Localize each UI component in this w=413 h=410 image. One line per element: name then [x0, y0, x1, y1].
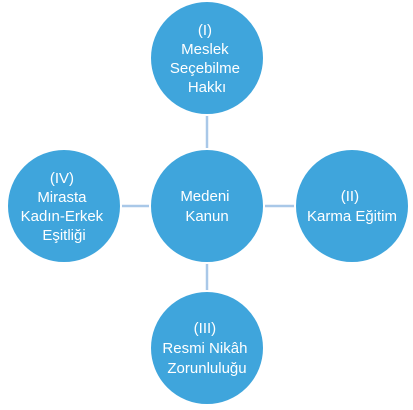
- node-center-line-2: Kanun: [185, 208, 228, 225]
- svg-text:(IV) Mirasta Kadın: (IV) Mirasta Kadın-Erkek Eşitliği: [21, 170, 108, 244]
- node-top: (I) Meslek Seçebilme Hakkı: [149, 0, 265, 116]
- node-left-line-2: Mirasta: [37, 189, 87, 206]
- connectors: [120, 115, 298, 292]
- svg-text:Medeni Kanun: Medeni Kanun: [180, 188, 233, 225]
- node-right-line-2: Karma Eğitim: [307, 208, 397, 225]
- node-left-line-1: (IV): [50, 170, 74, 187]
- node-left-line-4: Eşitliği: [42, 227, 85, 244]
- svg-text:(I) Meslek Seçebil: (I) Meslek Seçebilme Hakkı: [170, 22, 244, 96]
- node-top-line-4: Hakkı: [188, 79, 226, 96]
- node-bottom-line-1: (III): [194, 320, 217, 337]
- node-left-line-3: Kadın-Erkek: [21, 208, 104, 225]
- node-left: (IV) Mirasta Kadın-Erkek Eşitliği: [6, 148, 122, 264]
- node-center: Medeni Kanun: [149, 148, 265, 264]
- node-top-line-2: Meslek: [181, 41, 229, 58]
- node-top-line-1: (I): [198, 22, 212, 39]
- node-bottom-line-3: Zorunluluğu: [167, 360, 246, 377]
- node-top-line-3: Seçebilme: [170, 60, 240, 77]
- node-bottom: (III) Resmi Nikâh Zorunluluğu: [149, 290, 265, 406]
- node-bottom-line-2: Resmi Nikâh: [162, 340, 247, 357]
- node-right-line-1: (II): [341, 188, 359, 205]
- svg-text:(II) Karma Eğitim: (II) Karma Eğitim: [307, 188, 397, 225]
- node-right: (II) Karma Eğitim: [294, 148, 410, 264]
- node-center-line-1: Medeni: [180, 188, 229, 205]
- svg-text:(III) Resmi Nikâh: (III) Resmi Nikâh Zorunluluğu: [162, 320, 251, 377]
